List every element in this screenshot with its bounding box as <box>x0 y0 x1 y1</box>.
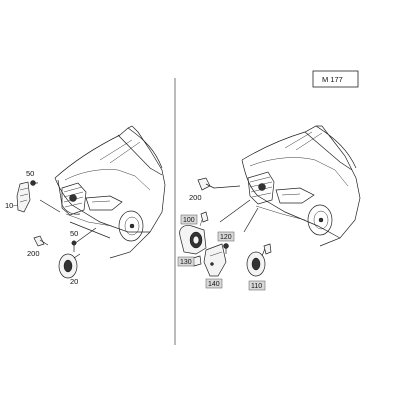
label-120: 120 <box>220 234 232 241</box>
label-50-top: 50 <box>26 169 34 178</box>
label-140: 140 <box>208 281 220 288</box>
right-horn-110 <box>246 243 272 277</box>
label-130: 130 <box>180 259 192 266</box>
box-100 <box>180 214 198 225</box>
tag-text: M 177 <box>322 75 343 84</box>
left-car <box>39 125 166 259</box>
label-100: 100 <box>183 217 195 224</box>
label-200: 200 <box>27 249 40 258</box>
box-140 <box>205 278 223 289</box>
label-50-bottom: 50 <box>70 229 78 238</box>
right-screw-120 <box>223 243 229 254</box>
label-20: 20 <box>70 277 78 286</box>
left-part-10 <box>16 181 31 213</box>
right-part-200 <box>197 177 215 191</box>
label-r200: 200 <box>189 193 202 202</box>
left-horn <box>58 253 81 279</box>
tag-box <box>312 70 359 88</box>
box-130 <box>177 256 195 267</box>
left-part-50-top <box>30 180 38 186</box>
label-10: 10 <box>5 201 13 210</box>
left-part-200 <box>33 235 49 247</box>
right-horn-100 <box>179 211 209 255</box>
right-bracket-140 <box>203 243 227 277</box>
box-120 <box>217 231 235 242</box>
label-110: 110 <box>251 283 262 290</box>
right-car <box>213 125 361 247</box>
box-110 <box>248 280 266 291</box>
left-part-50-bottom <box>71 240 77 252</box>
